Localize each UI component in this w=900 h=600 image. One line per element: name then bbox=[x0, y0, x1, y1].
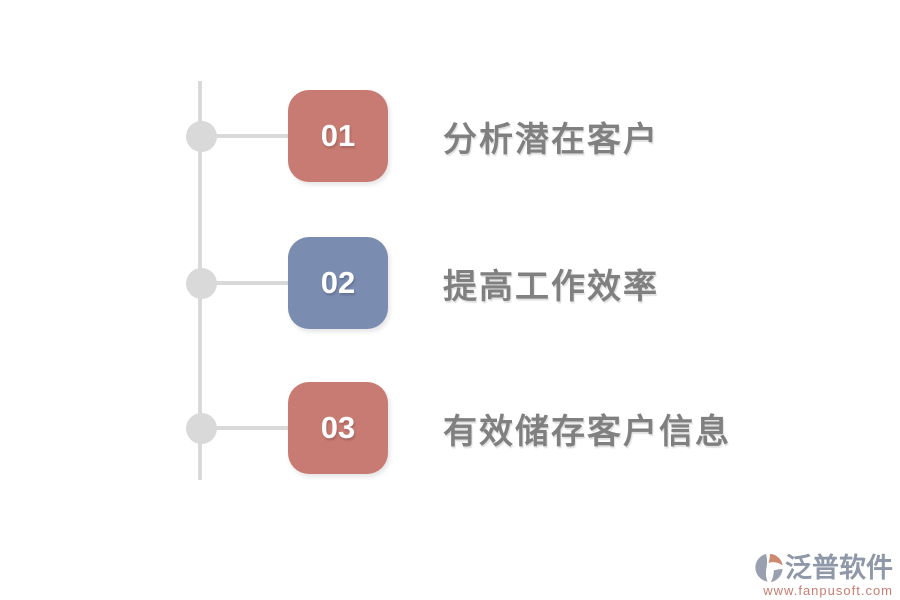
timeline-connector bbox=[202, 134, 288, 138]
timeline-item-1: 01 分析潜在客户 bbox=[0, 90, 900, 182]
brand-name: 泛普软件 bbox=[785, 553, 893, 583]
brand-watermark: 泛普软件 www.fanpusoft.com bbox=[733, 552, 893, 598]
fanpu-logo-icon bbox=[755, 553, 783, 583]
timeline-item-3: 03 有效储存客户信息 bbox=[0, 382, 900, 474]
step-number: 02 bbox=[320, 265, 356, 300]
timeline-node bbox=[186, 268, 217, 299]
timeline-connector bbox=[202, 281, 288, 285]
step-label-1: 分析潜在客户 bbox=[443, 120, 659, 159]
step-number-box-3: 03 bbox=[288, 382, 388, 474]
step-number: 03 bbox=[320, 410, 356, 445]
timeline-connector bbox=[202, 426, 288, 430]
brand-url: www.fanpusoft.com bbox=[763, 583, 893, 598]
timeline-item-2: 02 提高工作效率 bbox=[0, 237, 900, 329]
step-label-2: 提高工作效率 bbox=[443, 267, 659, 306]
step-label-3: 有效储存客户信息 bbox=[443, 412, 731, 451]
step-number-box-2: 02 bbox=[288, 237, 388, 329]
timeline-node bbox=[186, 413, 217, 444]
timeline-node bbox=[186, 121, 217, 152]
step-number: 01 bbox=[320, 118, 356, 153]
step-number-box-1: 01 bbox=[288, 90, 388, 182]
